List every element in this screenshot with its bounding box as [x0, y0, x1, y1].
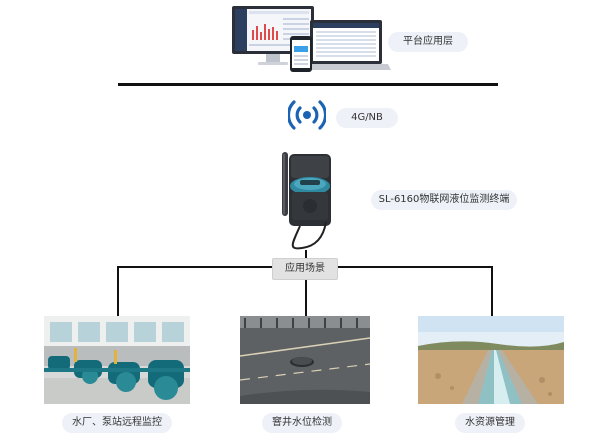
level-monitor-terminal-icon [274, 148, 338, 252]
device-label: SL-6160物联网液位监测终端 [371, 190, 517, 210]
connector-left [117, 266, 119, 316]
application-label-water-plant: 水厂、泵站远程监控 [62, 413, 172, 433]
monitors-laptop-phone-icon [232, 6, 391, 72]
wireless-signal-icon [286, 96, 328, 134]
scenario-label: 应用场景 [272, 258, 338, 280]
connector-middle [305, 278, 307, 316]
connector-device-to-scenario [305, 250, 307, 258]
application-label-water-resource: 水资源管理 [455, 413, 525, 433]
water-plant-pump-room-photo [44, 316, 190, 404]
manhole-road-photo [240, 316, 370, 404]
connector-right [491, 266, 493, 316]
platform-layer-label: 平台应用层 [388, 32, 468, 52]
application-label-manhole: 窨井水位检测 [262, 413, 342, 433]
network-label: 4G/NB [336, 108, 398, 128]
layer-divider [118, 83, 498, 86]
water-channel-photo [418, 316, 564, 404]
platform-devices-illustration [228, 4, 392, 74]
